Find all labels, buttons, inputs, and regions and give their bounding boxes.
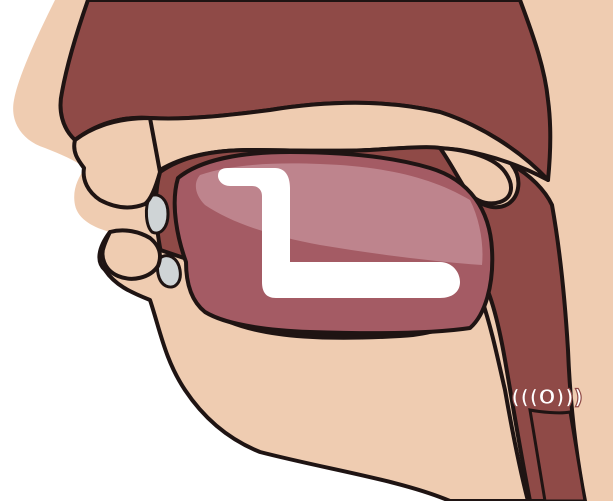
lower-lip (103, 230, 160, 278)
voicing-mark-text: (((O))) (511, 385, 583, 409)
voicing-mark: (((O))) (511, 384, 583, 410)
